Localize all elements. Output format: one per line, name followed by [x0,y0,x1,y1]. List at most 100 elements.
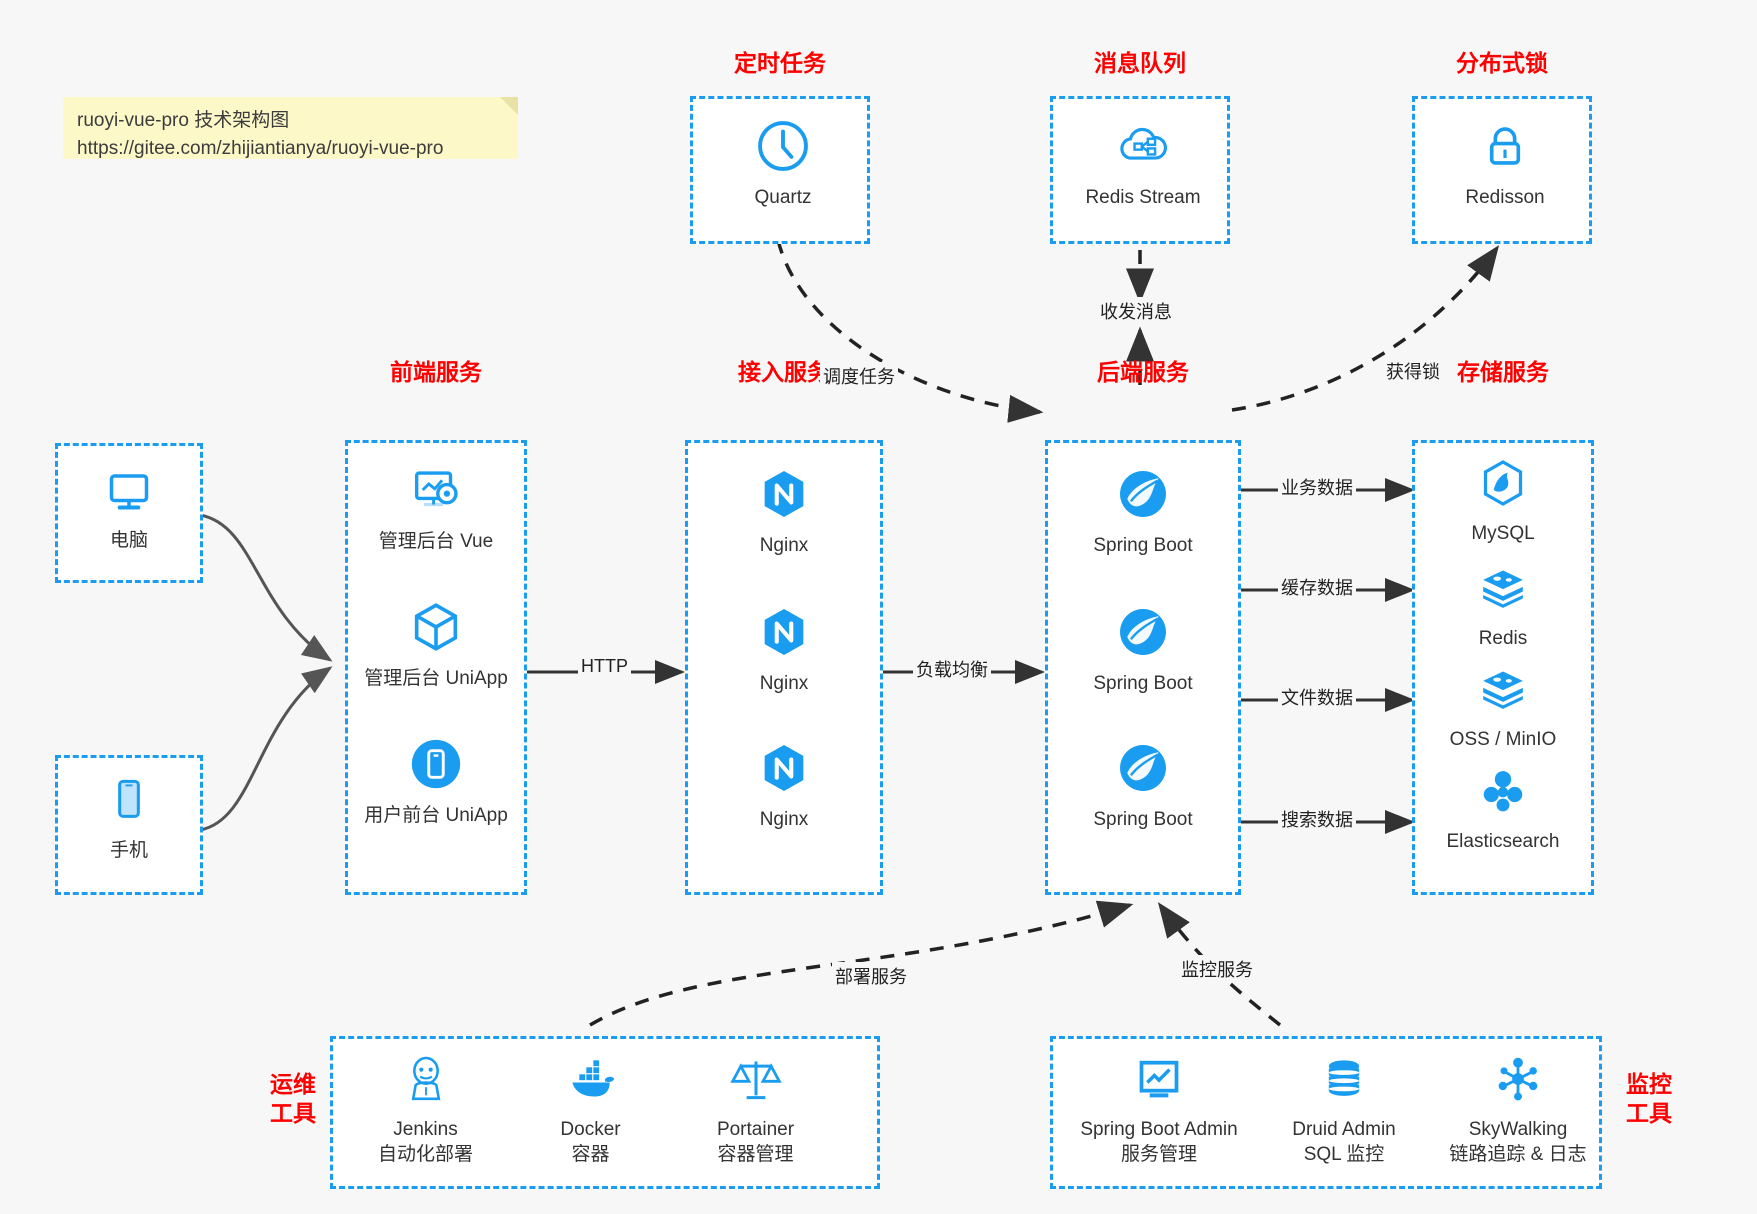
node-admin-uniapp[interactable]: 管理后台 UniApp [348,598,524,692]
node-label: 手机 [109,840,148,861]
redis-icon [1475,560,1531,621]
node-portainer[interactable]: Portainer 容器管理 [673,1051,838,1167]
nginx-icon [755,739,813,802]
group-label-backend: 后端服务 [1097,359,1189,385]
cloud-stream-icon [1114,117,1172,180]
node-skywalking[interactable]: SkyWalking 链路追踪 & 日志 [1429,1051,1607,1167]
nginx-icon [755,465,813,528]
node-spring-boot-2[interactable]: Spring Boot [1048,603,1238,697]
node-label: Redis [1478,628,1528,649]
node-sublabel: 自动化部署 [377,1143,473,1165]
group-label-gateway: 接入服务 [738,359,830,385]
group-gateway: Nginx Nginx Nginx [685,440,883,895]
node-mysql[interactable]: MySQL [1415,455,1591,547]
node-desktop[interactable]: 电脑 [58,462,200,554]
node-spring-boot-admin[interactable]: Spring Boot Admin 服务管理 [1059,1051,1259,1167]
node-quartz[interactable]: Quartz [693,117,873,211]
node-label: 电脑 [109,530,148,551]
group-label-scheduler: 定时任务 [734,50,826,76]
node-redis[interactable]: Redis [1415,560,1591,652]
group-lock: Redisson [1412,96,1592,244]
dashboard-gear-icon [407,461,465,524]
node-nginx-2[interactable]: Nginx [688,603,880,697]
node-label: Spring Boot Admin [1080,1119,1238,1140]
node-label: OSS / MinIO [1449,729,1557,750]
elasticsearch-icon [1475,763,1531,824]
edge-label-schedule-task: 调度任务 [820,362,898,390]
edge-label-load-balance: 负载均衡 [913,655,991,683]
node-label: Quartz [754,187,812,208]
node-label: 管理后台 Vue [378,531,494,552]
node-sublabel: SQL 监控 [1303,1143,1385,1165]
mobile-app-icon [407,735,465,798]
edge-label-deploy-service: 部署服务 [832,962,910,990]
node-label: Spring Boot [1093,673,1193,694]
node-nginx-3[interactable]: Nginx [688,739,880,833]
devops-label-line1: 运维 [270,1071,316,1097]
group-frontend: 管理后台 Vue 管理后台 UniApp 用户前台 UniApp [345,440,527,895]
node-label: Portainer [716,1119,795,1140]
group-label-devops: 运维 工具 [258,1070,328,1128]
node-docker[interactable]: Docker 容器 [508,1051,673,1167]
spring-icon [1114,739,1172,802]
edge-label-monitor-service: 监控服务 [1178,955,1256,983]
monitor-label-line1: 监控 [1626,1071,1672,1097]
group-storage: MySQL Redis [1412,440,1594,895]
nginx-icon [755,603,813,666]
note-fold-corner [500,97,518,115]
node-label: Redis Stream [1085,187,1201,208]
node-label: Nginx [759,535,809,556]
edge-label-http: HTTP [578,655,631,678]
clock-icon [754,117,812,180]
node-redisson[interactable]: Redisson [1415,117,1595,211]
node-spring-boot-1[interactable]: Spring Boot [1048,465,1238,559]
node-label: Elasticsearch [1446,831,1560,852]
note-title: ruoyi-vue-pro 技术架构图 [77,110,290,131]
group-monitor: Spring Boot Admin 服务管理 Druid Admin [1050,1036,1602,1189]
node-label: 用户前台 UniApp [364,805,508,826]
skywalking-icon [1490,1051,1546,1112]
node-label: Docker [560,1119,621,1140]
group-label-storage: 存储服务 [1457,359,1549,385]
group-backend: Spring Boot Spring Boot Spring Boot [1045,440,1241,895]
node-label: Spring Boot [1093,535,1193,556]
node-druid-admin[interactable]: Druid Admin SQL 监控 [1259,1051,1429,1167]
scales-icon [728,1051,784,1112]
node-label: Nginx [759,809,809,830]
group-client-desktop: 电脑 [55,443,203,583]
group-label-monitor: 监控 工具 [1612,1070,1686,1128]
spring-icon [1114,465,1172,528]
node-spring-boot-3[interactable]: Spring Boot [1048,739,1238,833]
mobile-icon [101,772,157,833]
node-mobile[interactable]: 手机 [58,772,200,864]
edge-label-business-data: 业务数据 [1278,473,1356,501]
cube-icon [407,598,465,661]
lock-icon [1476,117,1534,180]
node-label: Redisson [1465,187,1545,208]
node-sublabel: 链路追踪 & 日志 [1449,1143,1587,1165]
edge-label-send-receive-message: 收发消息 [1097,297,1175,325]
group-scheduler: Quartz [690,96,870,244]
node-redis-stream[interactable]: Redis Stream [1053,117,1233,211]
group-label-frontend: 前端服务 [390,359,482,385]
info-note: ruoyi-vue-pro 技术架构图 https://gitee.com/zh… [63,97,518,159]
node-oss-minio[interactable]: OSS / MinIO [1415,661,1591,753]
node-user-uniapp[interactable]: 用户前台 UniApp [348,735,524,829]
node-label: Nginx [759,673,809,694]
edge-label-cache-data: 缓存数据 [1278,573,1356,601]
node-sublabel: 容器 [571,1143,610,1165]
jenkins-icon [398,1051,454,1112]
edge-label-acquire-lock: 获得锁 [1383,357,1443,385]
node-sublabel: 服务管理 [1120,1143,1197,1165]
node-jenkins[interactable]: Jenkins 自动化部署 [343,1051,508,1167]
note-url: https://gitee.com/zhijiantianya/ruoyi-vu… [77,137,444,159]
node-sublabel: 容器管理 [717,1143,794,1165]
group-label-lock: 分布式锁 [1456,50,1548,76]
node-nginx-1[interactable]: Nginx [688,465,880,559]
node-label: SkyWalking [1468,1119,1568,1140]
docker-icon [563,1051,619,1112]
node-admin-vue[interactable]: 管理后台 Vue [348,461,524,555]
spring-icon [1114,603,1172,666]
node-elasticsearch[interactable]: Elasticsearch [1415,763,1591,855]
